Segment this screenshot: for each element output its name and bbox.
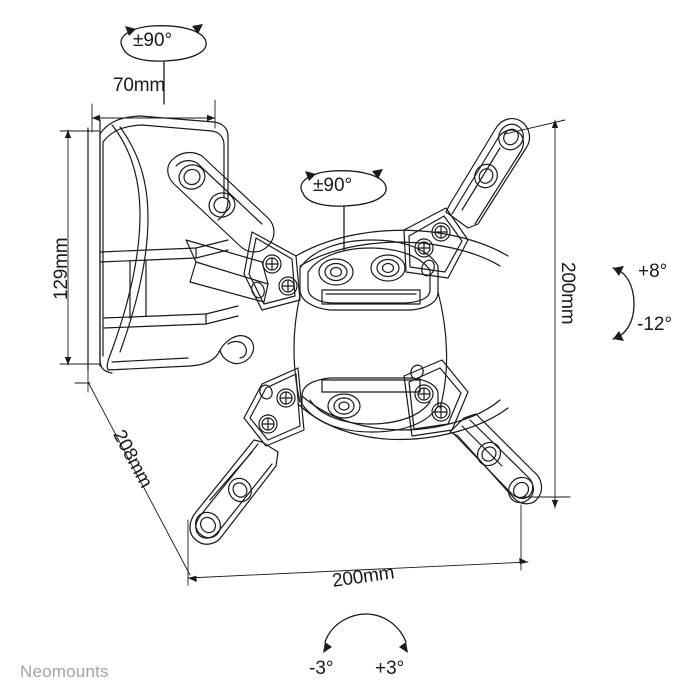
angle-label-tilt-down: -12° (637, 314, 673, 335)
roll-symbol (323, 613, 408, 653)
dimension-label-height: 129mm (51, 237, 72, 300)
arm-lower-right (403, 359, 543, 505)
center-hub (293, 229, 509, 441)
arm-upper-right (403, 118, 531, 279)
swivel-symbol-top (120, 24, 207, 105)
arm-upper-left (167, 151, 301, 311)
angle-label-rotate-left: -3° (309, 658, 334, 679)
tilt-symbol (612, 266, 635, 341)
arm-lower-left (189, 367, 305, 545)
brand-logo: Neomounts (20, 662, 109, 681)
angle-label-tilt-up: +8° (638, 261, 668, 282)
angle-label-swivel-top: ±90° (133, 30, 173, 51)
angle-label-swivel-center: ±90° (313, 175, 353, 196)
wall-plate (87, 115, 269, 374)
angle-label-rotate-right: +3° (375, 658, 405, 679)
dimension-lines (59, 99, 571, 586)
dimension-label-width: 70mm (113, 75, 165, 96)
dimension-label-vesa-vertical: 200mm (557, 262, 578, 325)
